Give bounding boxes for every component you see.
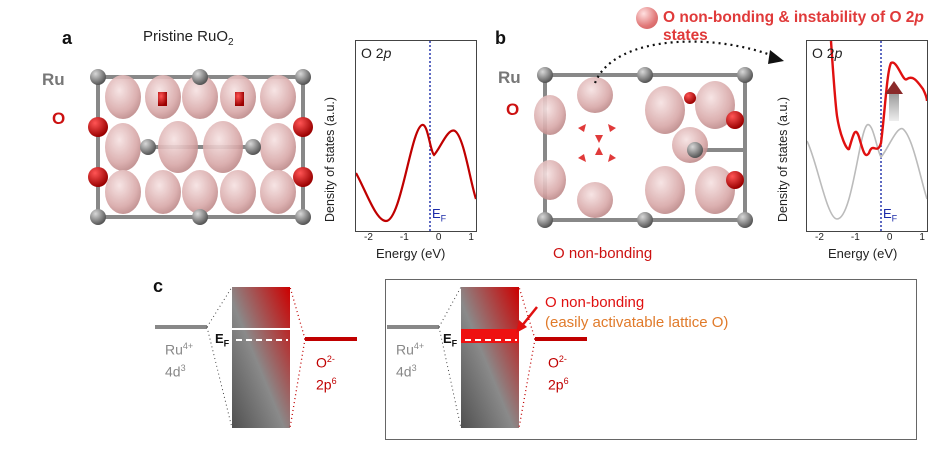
panel-a-ef-label: EF	[432, 206, 447, 224]
panel-a-xticks: -2 -1 0 1	[364, 232, 474, 243]
panel-a-crystal-structure	[88, 69, 313, 225]
panel-a-xlabel: Energy (eV)	[376, 246, 446, 261]
band-block-left	[232, 287, 290, 428]
panel-b-xticks: -2 -1 0 1	[815, 232, 925, 243]
panel-c-letter: c	[153, 276, 164, 296]
panel-b-ylabel: Density of states (a.u.)	[776, 96, 790, 222]
panel-c-annotation-activatable: (easily activatable lattice O)	[545, 314, 729, 331]
o-level-left	[305, 337, 357, 341]
panel-b-dos-plot: O 2p EF	[806, 40, 928, 232]
panel-a-ru-label: Ru	[42, 70, 65, 89]
panel-a-o-label: O	[52, 109, 66, 128]
panel-a-xtick: -2	[364, 232, 373, 243]
panel-c-right-ru-label: Ru4+ 4d3	[396, 341, 425, 380]
panel-a-dos-plot: O 2p EF	[355, 40, 477, 232]
panel-b-xlabel: Energy (eV)	[828, 246, 898, 261]
panel-b-xtick: -1	[850, 232, 860, 243]
panel-c-annotation-nonbonding: O non-bonding	[545, 294, 645, 311]
panel-b-ru-label: Ru	[498, 68, 521, 87]
panel-a-title: Pristine RuO2	[143, 28, 234, 48]
panel-a-dos-title: O 2p	[361, 45, 392, 61]
panel-b-letter: b	[495, 28, 506, 48]
panel-a-ylabel: Density of states (a.u.)	[323, 96, 337, 222]
panel-a-xtick: -1	[399, 232, 409, 243]
annotation-arrowhead	[516, 320, 527, 333]
panel-c-right-o-label: O2- 2p6	[548, 354, 569, 393]
panel-b-dos-curve	[807, 41, 927, 231]
ru-level-right	[387, 325, 439, 329]
panel-b-xtick: 1	[919, 232, 925, 243]
ru-level-left	[155, 325, 207, 329]
panel-b-ef-label: EF	[883, 206, 898, 224]
panel-b-title: O non-bonding & instability of O 2p stat…	[663, 9, 924, 44]
annotation-arrow-line	[520, 306, 538, 328]
panel-b-reference-line	[807, 124, 927, 220]
panel-a-letter: a	[62, 28, 73, 48]
o-nonbonding-sphere-icon	[636, 7, 658, 29]
panel-c-left-ru-label: Ru4+ 4d3	[165, 341, 194, 380]
panel-a-xtick: 0	[435, 232, 442, 243]
panel-c-left-ef-label: EF	[215, 331, 230, 349]
panel-a-dos-curve	[356, 41, 476, 231]
upshift-arrowhead-icon	[885, 81, 903, 94]
panel-c-right-frame	[385, 279, 917, 440]
o-level-right	[535, 337, 587, 341]
panel-a-xtick: 1	[468, 232, 474, 243]
panel-b-xtick: 0	[886, 232, 893, 243]
band-block-right	[461, 287, 519, 428]
panel-b-dos-line	[829, 41, 927, 157]
panel-a-dos-line	[356, 123, 476, 223]
panel-b-dotted-arrow	[593, 40, 784, 84]
panel-c-right-diagram	[387, 286, 587, 429]
panel-b-xtick: -2	[815, 232, 824, 243]
panel-c-left-o-label: O2- 2p6	[316, 354, 337, 393]
panel-c-left-diagram	[155, 286, 357, 429]
upshift-arrow-icon	[889, 93, 899, 121]
panel-b-dos-title: O 2p	[812, 45, 843, 61]
panel-b-crystal-structure	[534, 67, 753, 228]
panel-b-caption: O non-bonding	[553, 245, 653, 262]
panel-b-o-label: O	[506, 100, 520, 119]
panel-c-right-ef-label: EF	[443, 331, 458, 349]
